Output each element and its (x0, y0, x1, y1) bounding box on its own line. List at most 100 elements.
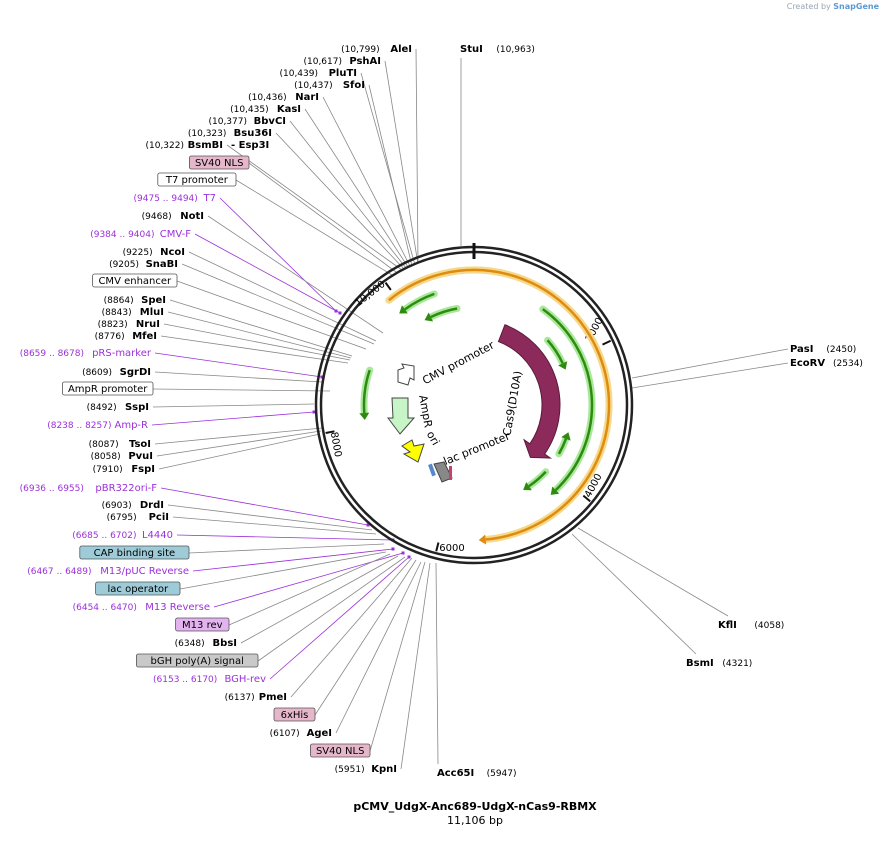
site-3[interactable]: SfoI (343, 80, 365, 91)
plasmid-name: pCMV_UdgX-Anc689-UdgX-nCas9-RBMX (353, 800, 597, 813)
leader-45 (400, 562, 431, 770)
site-right-4[interactable]: BsmI (686, 658, 714, 669)
feature-box-33[interactable] (79, 545, 190, 560)
cmv-promoter-arrow[interactable] (397, 363, 415, 386)
site-28[interactable]: FspI (131, 464, 155, 475)
ori-label: ori (424, 429, 442, 448)
site-extra-8[interactable]: - Esp3I (231, 140, 269, 151)
orf-arrowhead-5 (558, 361, 568, 370)
primer-11[interactable]: T7 (203, 193, 216, 204)
orf-arc-0[interactable] (404, 292, 435, 311)
site-17[interactable]: SpeI (141, 295, 166, 306)
primer-29[interactable]: pBR322ori-F (95, 483, 157, 494)
site-right-0[interactable]: StuI (460, 44, 483, 55)
leader-right-1 (631, 348, 789, 379)
position-6: (10,377) (208, 117, 247, 127)
position-15: (9205) (109, 260, 139, 270)
site-right-2[interactable]: EcoRV (790, 358, 825, 369)
site-45[interactable]: KpnI (371, 764, 397, 775)
site-6[interactable]: BbvCI (254, 116, 286, 127)
site-24[interactable]: SspI (125, 402, 149, 413)
site-15[interactable]: SnaBI (146, 259, 178, 270)
cas9-feature-arrow[interactable] (497, 324, 561, 459)
site-26[interactable]: TsoI (129, 439, 151, 450)
site-14[interactable]: NcoI (160, 247, 185, 258)
orf-arc-5[interactable] (546, 339, 564, 364)
site-38[interactable]: BbsI (213, 638, 237, 649)
tick-label-10000: 10,000 (353, 279, 387, 309)
site-7[interactable]: Bsu36I (234, 128, 272, 139)
site-12[interactable]: NotI (180, 211, 204, 222)
feature-box-label-9: SV40 NLS (195, 158, 244, 169)
feature-box-35[interactable] (95, 581, 181, 596)
leader-2 (360, 72, 416, 266)
primer-mark-21 (320, 375, 324, 379)
orf-arc-1[interactable] (430, 307, 458, 319)
orf-arrowhead-0 (399, 305, 408, 314)
site-right-3[interactable]: KflI (718, 620, 737, 631)
feature-box-10[interactable] (157, 172, 237, 187)
feature-box-37[interactable] (175, 617, 230, 632)
orf-arrowhead-6 (523, 481, 532, 491)
leader-42 (314, 559, 417, 716)
leader-5 (304, 108, 409, 268)
feature-box-44[interactable] (309, 743, 371, 758)
primer-36[interactable]: M13 Reverse (145, 602, 210, 613)
site-43[interactable]: AgeI (307, 728, 332, 739)
feature-box-23[interactable] (62, 381, 154, 396)
site-1[interactable]: PshAI (349, 56, 381, 67)
ampr-arrow[interactable] (387, 397, 416, 435)
site-31[interactable]: PciI (149, 512, 169, 523)
site-41[interactable]: PmeI (259, 692, 287, 703)
site-22[interactable]: SgrDI (120, 367, 151, 378)
ori-arrow[interactable] (401, 439, 425, 463)
site-20[interactable]: MfeI (132, 331, 157, 342)
primer-40[interactable]: BGH-rev (224, 674, 266, 685)
tick-10000 (384, 282, 392, 291)
site-27[interactable]: PvuI (128, 451, 153, 462)
primer-32[interactable]: L4440 (142, 530, 173, 541)
feature-box-label-16: CMV enhancer (98, 276, 172, 287)
site-5[interactable]: KasI (277, 104, 301, 115)
position-8: (10,322) (145, 141, 184, 151)
position-right-4: (4321) (722, 659, 752, 669)
primer-21[interactable]: pRS-marker (92, 348, 152, 359)
leader-30 (167, 504, 373, 531)
site-4[interactable]: NarI (295, 92, 319, 103)
site-18[interactable]: MluI (140, 307, 164, 318)
primer-34[interactable]: M13/pUC Reverse (100, 566, 189, 577)
site-30[interactable]: DrdI (140, 500, 164, 511)
primer-13[interactable]: CMV-F (160, 229, 191, 240)
orf-arc-4[interactable] (362, 369, 371, 414)
leader-right-4 (571, 533, 697, 655)
feature-box-label-23: AmpR promoter (68, 384, 148, 395)
feature-box-42[interactable] (273, 707, 316, 722)
feature-box-16[interactable] (92, 273, 178, 288)
leader-37 (228, 553, 391, 626)
tick-8000 (325, 430, 335, 434)
position-31: (6795) (107, 513, 137, 523)
primer-mark-40 (407, 555, 411, 559)
position-12: (9468) (142, 212, 172, 222)
orange-cds-arrowhead (478, 534, 487, 545)
site-19[interactable]: NruI (136, 319, 160, 330)
position-1: (10,617) (303, 57, 342, 67)
leader-lines (151, 48, 789, 770)
position-11: (9475 .. 9494) (134, 194, 198, 204)
site-8[interactable]: BsmBI (188, 140, 223, 151)
site-right-1[interactable]: PasI (790, 344, 813, 355)
feature-box-39[interactable] (135, 653, 259, 668)
orf-arc-3[interactable] (557, 438, 568, 455)
site-right-5[interactable]: Acc65I (437, 768, 474, 779)
site-0[interactable]: AleI (390, 44, 412, 55)
primer-25[interactable]: Amp-R (115, 420, 149, 431)
orf-arc-6[interactable] (528, 470, 547, 488)
site-2[interactable]: PluTI (329, 68, 357, 79)
position-13: (9384 .. 9404) (90, 230, 154, 240)
position-45: (5951) (335, 765, 365, 775)
primer-mark-29 (366, 523, 370, 527)
orf-arc-2[interactable] (542, 308, 594, 491)
orange-cds-arc[interactable] (388, 268, 611, 541)
position-29: (6936 .. 6955) (20, 484, 84, 494)
feature-box-9[interactable] (188, 155, 250, 170)
